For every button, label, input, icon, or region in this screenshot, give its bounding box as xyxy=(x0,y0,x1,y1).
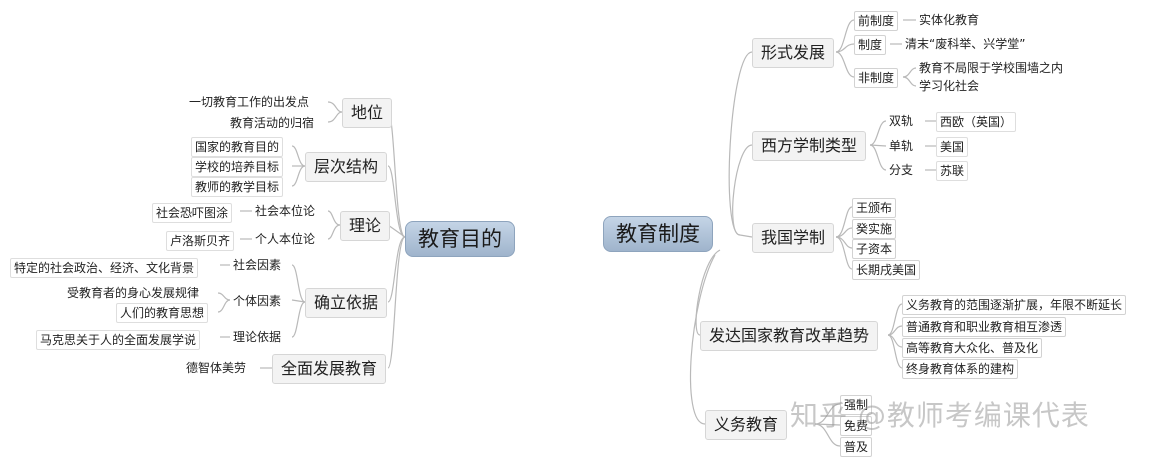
node-system[interactable]: 制度 xyxy=(854,35,887,55)
leaf-dual-track-item: 西欧（英国） xyxy=(936,112,1017,132)
leaf-compulsory-item-1: 强制 xyxy=(840,395,873,415)
leaf-individual-factor-item-1: 受教育者的身心发展规律 xyxy=(67,286,200,300)
leaf-non-system-item-2: 学习化社会 xyxy=(919,79,980,93)
leaf-branch-type-item: 苏联 xyxy=(936,161,969,181)
leaf-position-item-1: 一切教育工作的出发点 xyxy=(189,95,310,109)
leaf-position-item-2: 教育活动的归宿 xyxy=(230,116,315,130)
node-compulsory-education[interactable]: 义务教育 xyxy=(705,410,788,440)
leaf-compulsory-item-3: 普及 xyxy=(840,437,873,457)
node-theory[interactable]: 理论 xyxy=(340,211,391,241)
leaf-china-item-3: 子资本 xyxy=(852,239,897,259)
node-all-round-education[interactable]: 全面发展教育 xyxy=(272,354,387,384)
leaf-non-system-item-1: 教育不局限于学校围墙之内 xyxy=(919,61,1064,75)
watermark-text: 知乎 @教师考编课代表 xyxy=(790,399,1090,432)
leaf-all-round-item: 德智体美劳 xyxy=(186,361,247,375)
leaf-compulsory-item-2: 免费 xyxy=(840,416,873,436)
leaf-levels-item-1: 国家的教育目的 xyxy=(191,137,284,157)
leaf-trend-item-2: 普通教育和职业教育相互渗透 xyxy=(902,317,1067,337)
leaf-social-standard-person: 社会恐吓图涂 xyxy=(152,203,233,223)
leaf-system-item: 清末“废科举、兴学堂” xyxy=(905,37,1026,51)
node-single-track[interactable]: 单轨 xyxy=(889,139,914,153)
leaf-china-item-1: 王颁布 xyxy=(852,198,897,218)
node-social-standard[interactable]: 社会本位论 xyxy=(255,204,316,218)
node-individual-standard[interactable]: 个人本位论 xyxy=(255,232,316,246)
node-basis[interactable]: 确立依据 xyxy=(305,288,388,318)
leaf-trend-item-1: 义务教育的范围逐渐扩展，年限不断延长 xyxy=(902,295,1127,315)
leaf-china-item-4: 长期戌美国 xyxy=(852,260,921,280)
node-non-system[interactable]: 非制度 xyxy=(854,68,899,88)
leaf-social-factor-item: 特定的社会政治、经济、文化背景 xyxy=(10,258,199,278)
root-node-education-goal[interactable]: 教育目的 xyxy=(405,221,515,257)
node-reform-trends[interactable]: 发达国家教育改革趋势 xyxy=(700,321,879,351)
node-dual-track[interactable]: 双轨 xyxy=(889,114,914,128)
leaf-levels-item-2: 学校的培养目标 xyxy=(191,157,284,177)
leaf-trend-item-4: 终身教育体系的建构 xyxy=(902,359,1019,379)
leaf-individual-standard-person: 卢洛斯贝齐 xyxy=(166,231,235,251)
node-branch-type[interactable]: 分支 xyxy=(889,163,914,177)
node-levels[interactable]: 层次结构 xyxy=(305,152,388,182)
node-theory-basis[interactable]: 理论依据 xyxy=(233,330,282,344)
node-china-school-system[interactable]: 我国学制 xyxy=(752,223,835,253)
node-pre-system[interactable]: 前制度 xyxy=(854,11,899,31)
leaf-trend-item-3: 高等教育大众化、普及化 xyxy=(902,338,1043,358)
node-formal-development[interactable]: 形式发展 xyxy=(752,38,835,68)
leaf-individual-factor-item-2: 人们的教育思想 xyxy=(116,303,209,323)
leaf-levels-item-3: 教师的教学目标 xyxy=(191,177,284,197)
leaf-pre-system-item: 实体化教育 xyxy=(919,13,980,27)
node-individual-factor[interactable]: 个体因素 xyxy=(233,294,282,308)
leaf-single-track-item: 美国 xyxy=(936,137,969,157)
node-western-system-types[interactable]: 西方学制类型 xyxy=(752,131,867,161)
leaf-china-item-2: 癸实施 xyxy=(852,219,897,239)
node-position[interactable]: 地位 xyxy=(342,98,393,128)
leaf-theory-basis-item: 马克思关于人的全面发展学说 xyxy=(36,330,201,350)
root-node-education-system[interactable]: 教育制度 xyxy=(603,216,713,252)
node-social-factor[interactable]: 社会因素 xyxy=(233,258,282,272)
